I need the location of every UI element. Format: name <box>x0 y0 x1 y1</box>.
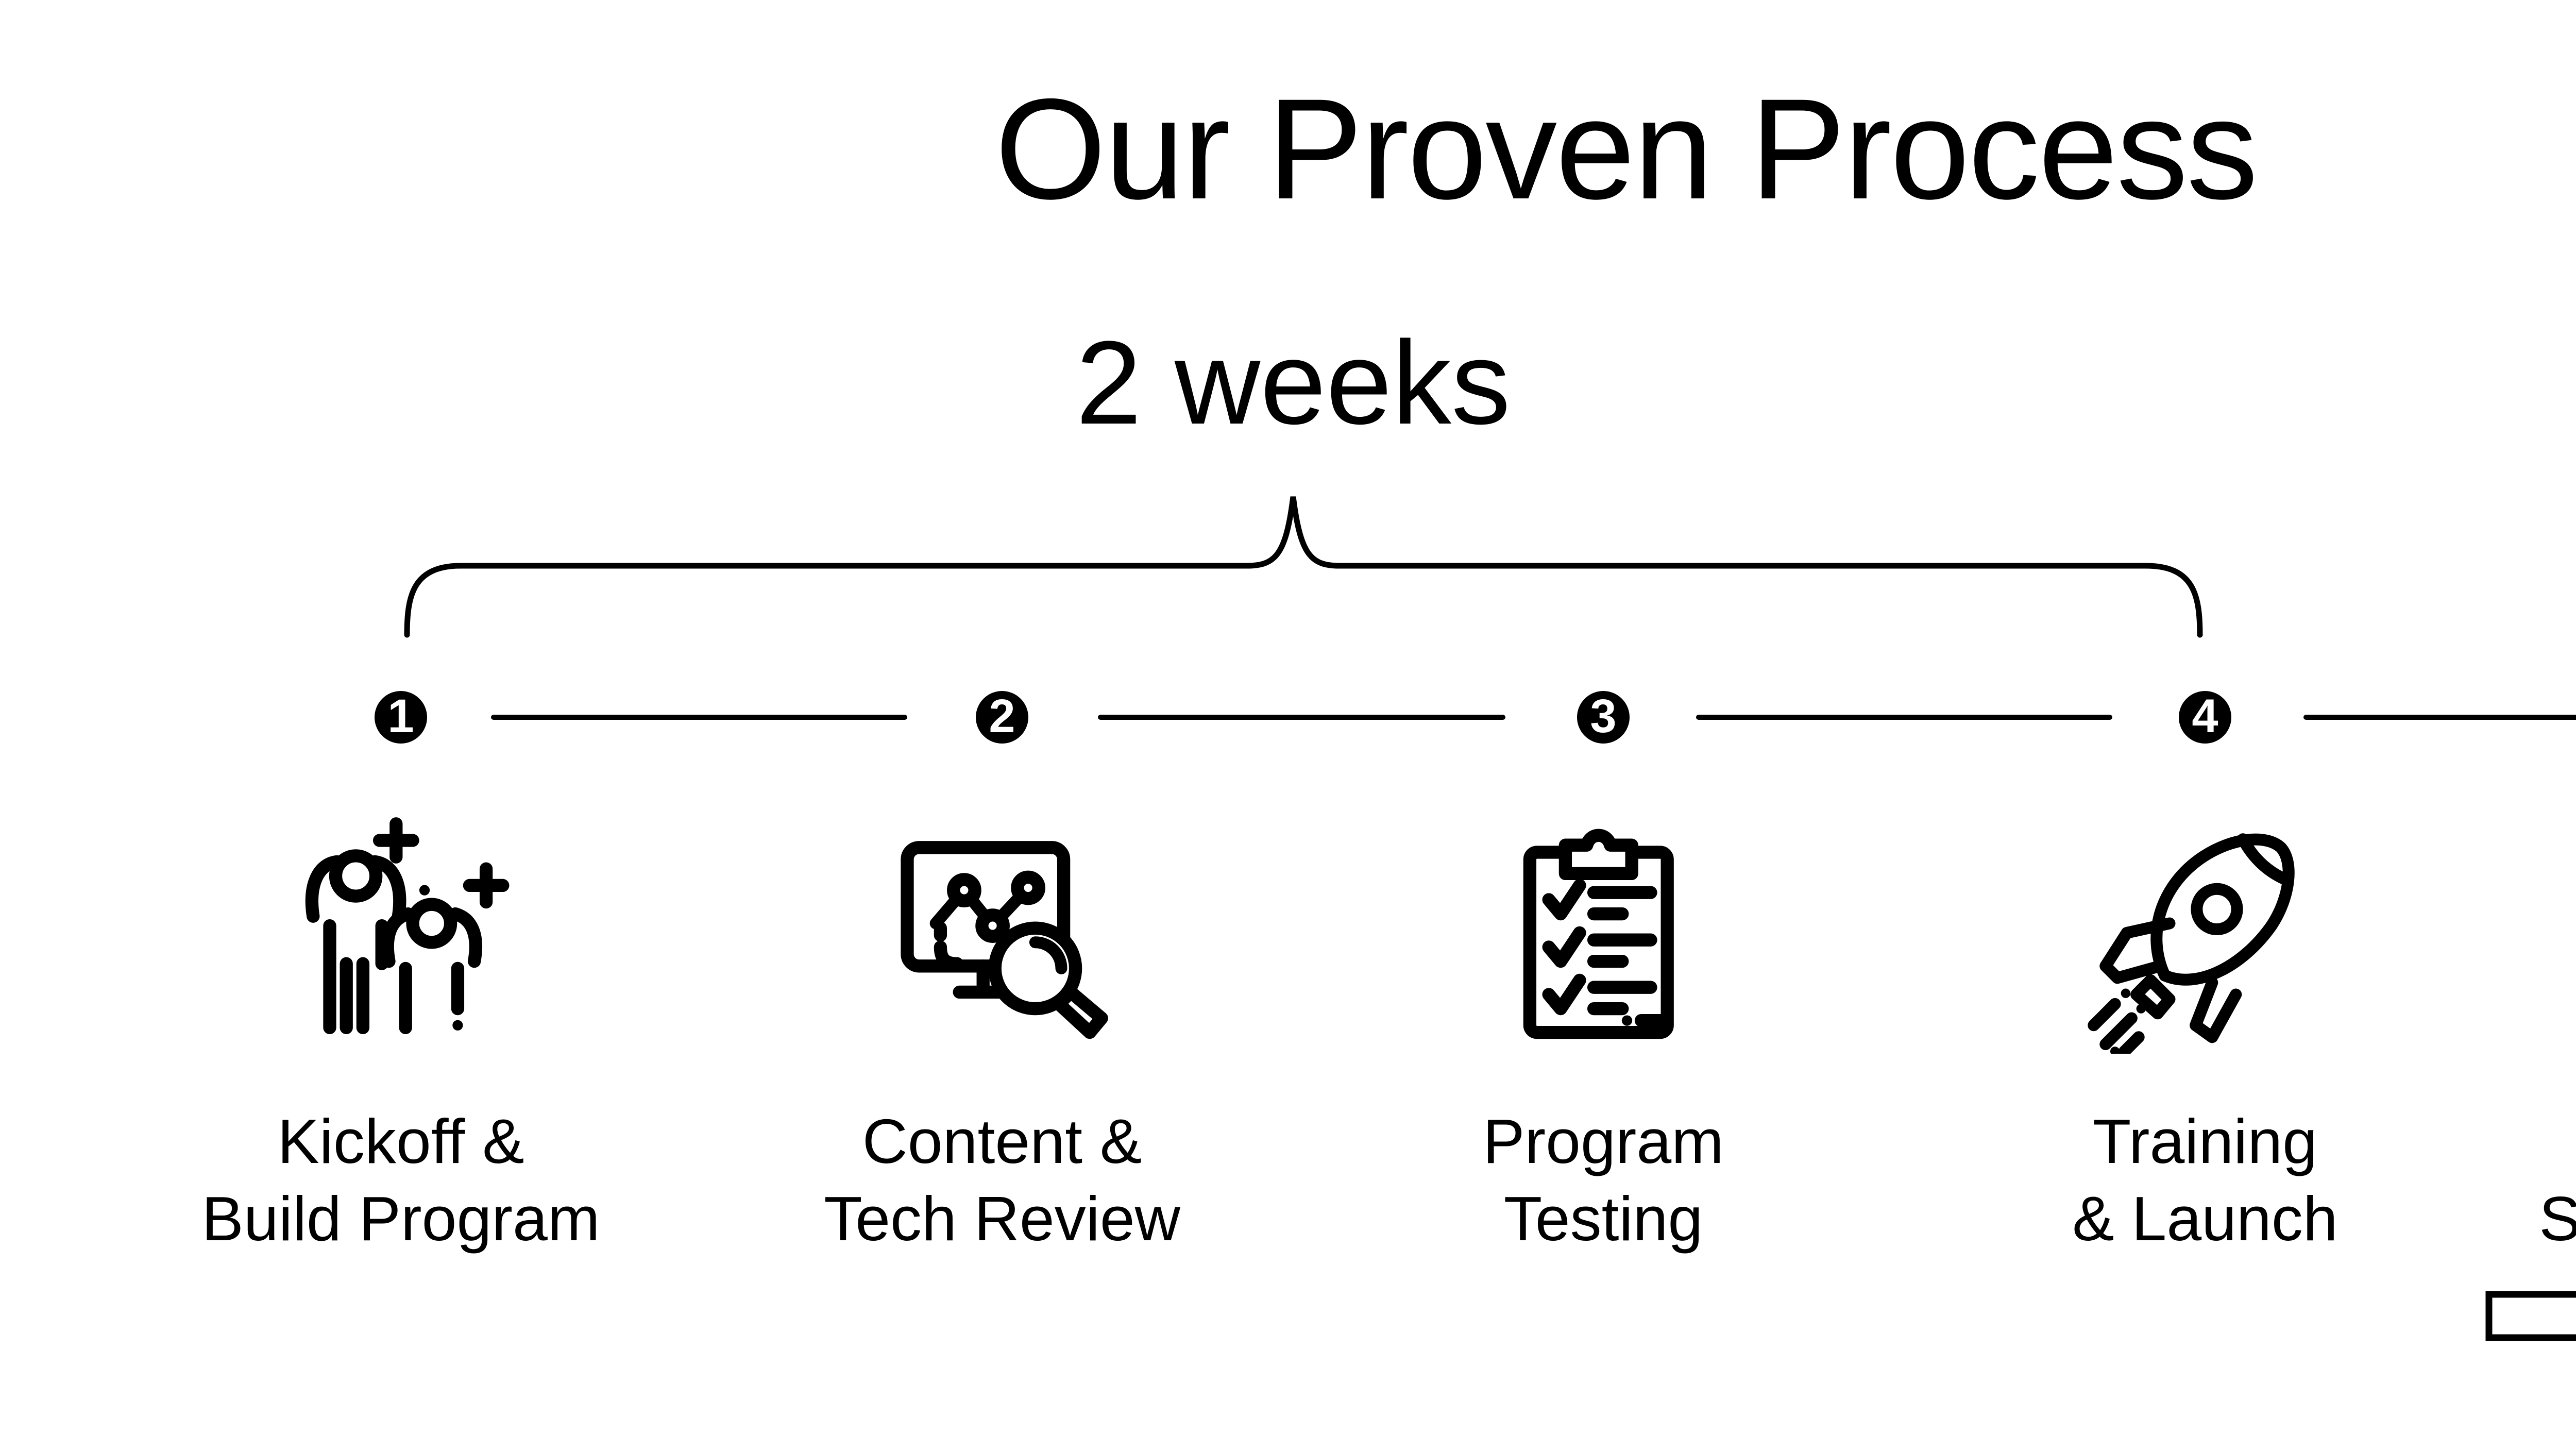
step-5-label-line2: Success & Support <box>2539 1184 2576 1254</box>
step-3-badge: 3 <box>1577 691 1630 744</box>
step-2-label-line2: Tech Review <box>824 1184 1180 1254</box>
step-4-label: Training & Launch <box>1896 1103 2514 1257</box>
step-3-label: Program Testing <box>1294 1103 1912 1257</box>
step-1-label-line1: Kickoff & <box>277 1106 524 1176</box>
step-2-number: 2 <box>989 690 1015 743</box>
celebration-icon <box>282 817 519 1054</box>
step-4-label-line2: & Launch <box>2072 1184 2338 1254</box>
step-2-label-line1: Content & <box>862 1106 1142 1176</box>
step-1-number: 1 <box>387 690 414 743</box>
step-4-number: 4 <box>2192 690 2218 743</box>
step-4-badge: 4 <box>2179 691 2231 744</box>
duration-brace <box>404 496 2203 638</box>
step-connector-2-3 <box>1098 715 1505 720</box>
step-1-label: Kickoff & Build Program <box>92 1103 710 1257</box>
page-title: Our Proven Process <box>995 69 2258 229</box>
step-3-number: 3 <box>1590 690 1617 743</box>
forward-arrow <box>2485 1291 2576 1341</box>
step-1-badge: 1 <box>375 691 427 744</box>
step-4-label-line1: Training <box>2092 1106 2318 1176</box>
duration-label: 2 weeks <box>1076 316 1511 449</box>
step-3-label-line2: Testing <box>1503 1184 1703 1254</box>
step-2-badge: 2 <box>976 691 1028 744</box>
step-2-label: Content & Tech Review <box>693 1103 1311 1257</box>
step-connector-4-5 <box>2303 715 2576 720</box>
step-connector-1-2 <box>491 715 907 720</box>
step-connector-3-4 <box>1696 715 2112 720</box>
chart-review-icon <box>884 817 1121 1054</box>
step-1-label-line2: Build Program <box>201 1184 600 1254</box>
step-5-label: Continued Success & Support <box>2497 1103 2576 1257</box>
checklist-icon <box>1485 817 1722 1054</box>
step-3-label-line1: Program <box>1483 1106 1724 1176</box>
rocket-icon <box>2087 817 2324 1054</box>
step-5-label-line1: Continued <box>2497 1103 2576 1180</box>
